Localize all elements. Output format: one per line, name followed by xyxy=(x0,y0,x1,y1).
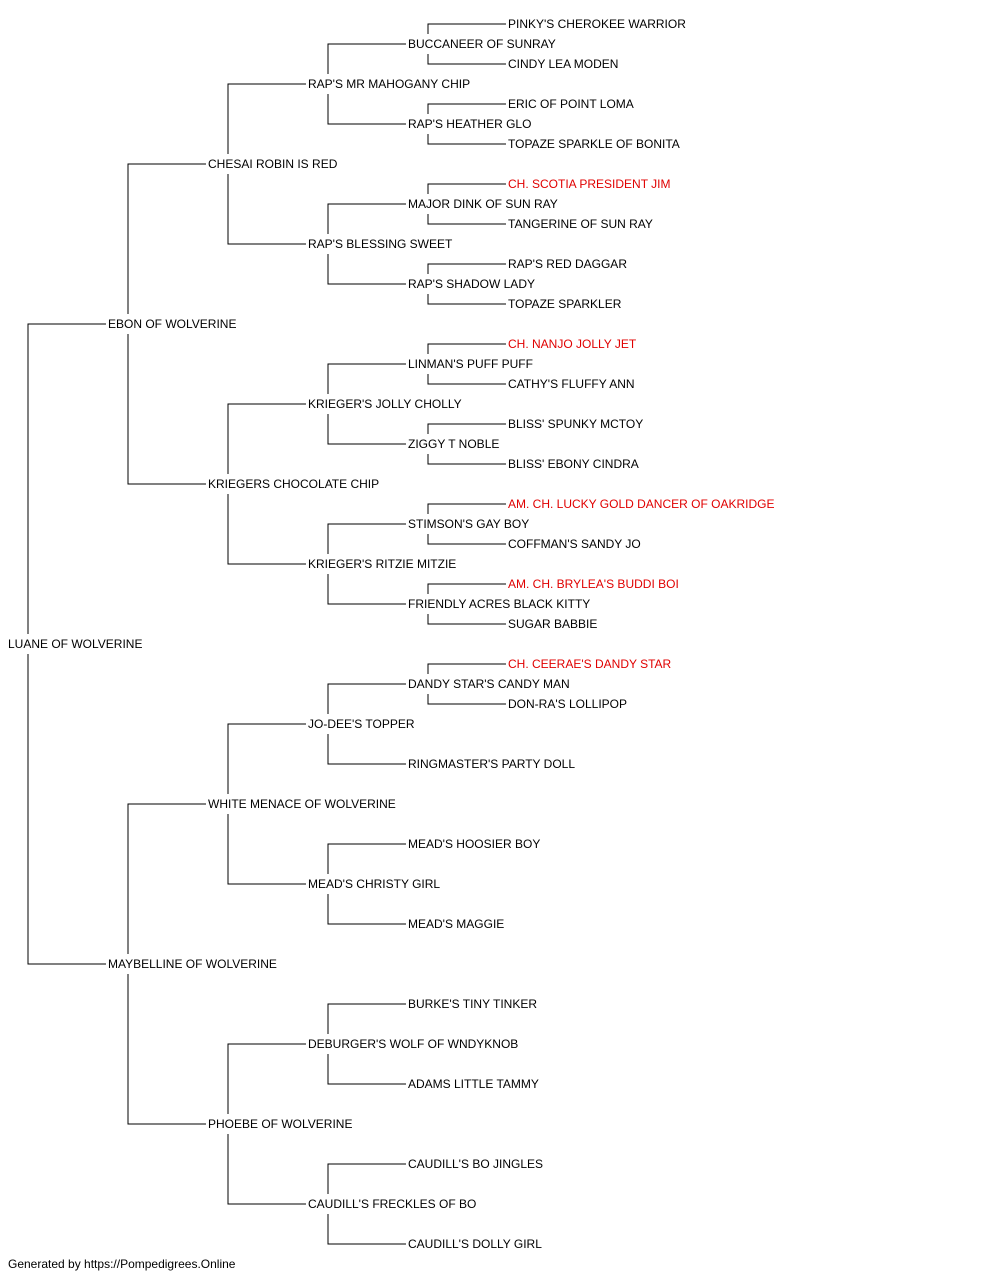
dam-connector xyxy=(327,574,406,605)
pedigree-name-gen3: RAP'S BLESSING SWEET xyxy=(308,237,453,251)
sire-connector xyxy=(27,323,106,634)
sire-connector xyxy=(327,1003,406,1034)
dam-connector xyxy=(27,654,106,965)
pedigree-name-gen4: BUCCANEER OF SUNRAY xyxy=(408,37,556,51)
pedigree-name-gen5: CH. NANJO JOLLY JET xyxy=(508,337,637,351)
pedigree-name-gen5: CH. SCOTIA PRESIDENT JIM xyxy=(508,177,670,191)
pedigree-name-gen3: CAUDILL'S FRECKLES OF BO xyxy=(308,1197,476,1211)
footer-credit: Generated by https://Pompedigrees.Online xyxy=(8,1257,236,1271)
dam-connector xyxy=(427,694,506,705)
pedigree-name-gen5: TOPAZE SPARKLE OF BONITA xyxy=(508,137,680,151)
sire-connector xyxy=(327,363,406,394)
pedigree-name-gen3: MEAD'S CHRISTY GIRL xyxy=(308,877,440,891)
pedigree-name-gen5: PINKY'S CHEROKEE WARRIOR xyxy=(508,17,686,31)
pedigree-name-gen2: PHOEBE OF WOLVERINE xyxy=(208,1117,352,1131)
pedigree-name-gen4: FRIENDLY ACRES BLACK KITTY xyxy=(408,597,590,611)
dam-connector xyxy=(127,334,206,485)
sire-connector xyxy=(427,503,506,514)
dam-connector xyxy=(327,94,406,125)
pedigree-name-gen1: EBON OF WOLVERINE xyxy=(108,317,236,331)
pedigree-name-gen5: TANGERINE OF SUN RAY xyxy=(508,217,653,231)
pedigree-name-gen4: DANDY STAR'S CANDY MAN xyxy=(408,677,570,691)
sire-connector xyxy=(327,843,406,874)
sire-connector xyxy=(327,203,406,234)
dam-connector xyxy=(427,454,506,465)
dam-connector xyxy=(427,534,506,545)
dam-connector xyxy=(427,134,506,145)
pedigree-name-gen1: MAYBELLINE OF WOLVERINE xyxy=(108,957,277,971)
sire-connector xyxy=(427,343,506,354)
sire-connector xyxy=(427,183,506,194)
dam-connector xyxy=(427,214,506,225)
dam-connector xyxy=(427,614,506,625)
sire-connector xyxy=(127,803,206,954)
pedigree-name-gen4: RINGMASTER'S PARTY DOLL xyxy=(408,757,575,771)
sire-connector xyxy=(327,683,406,714)
dam-connector xyxy=(327,1054,406,1085)
sire-connector xyxy=(327,43,406,74)
pedigree-name-gen3: DEBURGER'S WOLF OF WNDYKNOB xyxy=(308,1037,518,1051)
pedigree-name-gen5: CH. CEERAE'S DANDY STAR xyxy=(508,657,672,671)
pedigree-name-gen3: RAP'S MR MAHOGANY CHIP xyxy=(308,77,470,91)
dam-connector xyxy=(327,734,406,765)
sire-connector xyxy=(427,263,506,274)
dam-connector xyxy=(227,814,306,885)
pedigree-name-gen5: CATHY'S FLUFFY ANN xyxy=(508,377,635,391)
sire-connector xyxy=(427,23,506,34)
dam-connector xyxy=(227,174,306,245)
pedigree-name-gen5: SUGAR BABBIE xyxy=(508,617,597,631)
dam-connector xyxy=(427,374,506,385)
pedigree-name-gen2: WHITE MENACE OF WOLVERINE xyxy=(208,797,396,811)
pedigree-name-gen4: RAP'S HEATHER GLO xyxy=(408,117,531,131)
pedigree-name-gen5: CINDY LEA MODEN xyxy=(508,57,618,71)
pedigree-name-gen5: DON-RA'S LOLLIPOP xyxy=(508,697,627,711)
pedigree-name-gen2: KRIEGERS CHOCOLATE CHIP xyxy=(208,477,379,491)
sire-connector xyxy=(227,403,306,474)
pedigree-name-gen5: AM. CH. LUCKY GOLD DANCER OF OAKRIDGE xyxy=(508,497,775,511)
pedigree-name-gen4: CAUDILL'S BO JINGLES xyxy=(408,1157,543,1171)
sire-connector xyxy=(127,163,206,314)
pedigree-name-gen5: TOPAZE SPARKLER xyxy=(508,297,622,311)
dam-connector xyxy=(127,974,206,1125)
pedigree-name-gen3: KRIEGER'S RITZIE MITZIE xyxy=(308,557,456,571)
sire-connector xyxy=(427,583,506,594)
sire-connector xyxy=(227,1043,306,1114)
sire-connector xyxy=(427,103,506,114)
pedigree-name-gen4: STIMSON'S GAY BOY xyxy=(408,517,529,531)
pedigree-name-gen3: JO-DEE'S TOPPER xyxy=(308,717,415,731)
pedigree-name-gen5: AM. CH. BRYLEA'S BUDDI BOI xyxy=(508,577,679,591)
dam-connector xyxy=(327,254,406,285)
pedigree-name-gen4: ZIGGY T NOBLE xyxy=(408,437,499,451)
dam-connector xyxy=(227,494,306,565)
sire-connector xyxy=(327,1163,406,1194)
sire-connector xyxy=(427,423,506,434)
sire-connector xyxy=(327,523,406,554)
pedigree-name-gen5: BLISS' EBONY CINDRA xyxy=(508,457,639,471)
pedigree-name-gen4: MEAD'S HOOSIER BOY xyxy=(408,837,540,851)
pedigree-name-gen4: RAP'S SHADOW LADY xyxy=(408,277,535,291)
pedigree-name-gen3: KRIEGER'S JOLLY CHOLLY xyxy=(308,397,462,411)
dam-connector xyxy=(327,1214,406,1245)
dam-connector xyxy=(227,1134,306,1205)
pedigree-tree: LUANE OF WOLVERINE EBON OF WOLVERINE CHESA… xyxy=(8,17,775,1250)
pedigree-name-gen4: BURKE'S TINY TINKER xyxy=(408,997,537,1011)
pedigree-name-gen5: COFFMAN'S SANDY JO xyxy=(508,537,641,551)
sire-connector xyxy=(227,723,306,794)
pedigree-name-gen4: LINMAN'S PUFF PUFF xyxy=(408,357,533,371)
dam-connector xyxy=(327,894,406,925)
sire-connector xyxy=(427,663,506,674)
dam-connector xyxy=(327,414,406,445)
pedigree-name-gen5: ERIC OF POINT LOMA xyxy=(508,97,634,111)
pedigree-name-gen4: MEAD'S MAGGIE xyxy=(408,917,504,931)
pedigree-name-gen0: LUANE OF WOLVERINE xyxy=(8,637,142,651)
pedigree-name-gen5: RAP'S RED DAGGAR xyxy=(508,257,627,271)
pedigree-name-gen4: MAJOR DINK OF SUN RAY xyxy=(408,197,558,211)
pedigree-name-gen4: CAUDILL'S DOLLY GIRL xyxy=(408,1237,542,1250)
pedigree-name-gen4: ADAMS LITTLE TAMMY xyxy=(408,1077,539,1091)
sire-connector xyxy=(227,83,306,154)
pedigree-name-gen2: CHESAI ROBIN IS RED xyxy=(208,157,338,171)
pedigree-name-gen5: BLISS' SPUNKY MCTOY xyxy=(508,417,643,431)
dam-connector xyxy=(427,294,506,305)
dam-connector xyxy=(427,54,506,65)
